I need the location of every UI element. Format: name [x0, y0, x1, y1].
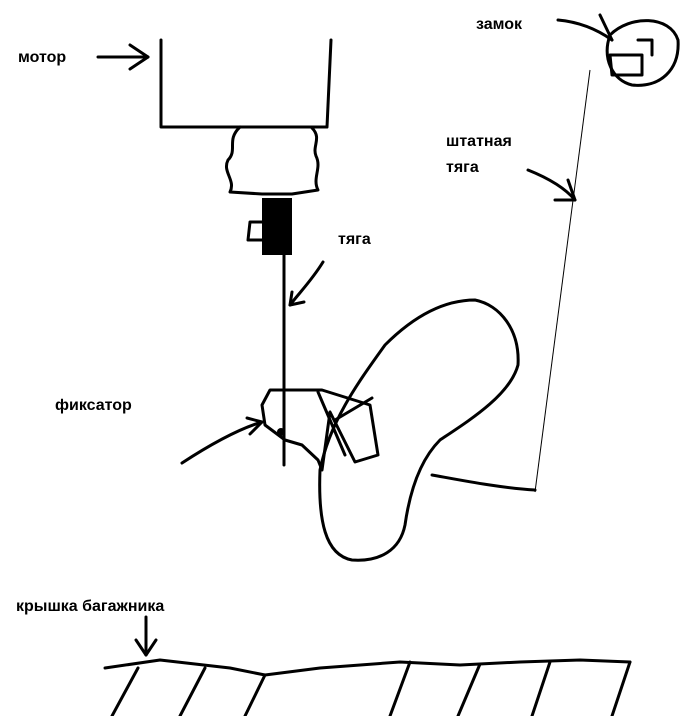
latch-arrow [180, 416, 264, 465]
label-trunk-lid: крышка багажника [16, 598, 165, 615]
lever-blob [318, 298, 520, 562]
label-motor: мотор [18, 49, 67, 66]
lock-arrow [556, 13, 614, 42]
latch-body [260, 388, 380, 472]
latch-pivot [277, 428, 285, 436]
label-factory-rod-line2: тяга [446, 159, 479, 176]
trunk-lid-hatching [110, 660, 632, 716]
link-arm [430, 473, 537, 492]
motor-body [159, 38, 333, 129]
actuator-block [262, 198, 292, 255]
coupling [225, 125, 320, 196]
factory-rod-arrow [526, 168, 577, 202]
trunk-lid-arrow [134, 615, 158, 657]
lock-inner [608, 38, 654, 77]
factory-rod-line [534, 69, 591, 493]
motor-arrow [96, 43, 150, 71]
latch-inner [316, 390, 374, 457]
label-factory-rod-line1: штатная [446, 133, 512, 150]
actuator-bracket [246, 220, 264, 242]
label-latch: фиксатор [55, 397, 132, 414]
label-lock: замок [476, 16, 523, 33]
label-rod: тяга [338, 231, 371, 248]
rod-arrow [288, 260, 325, 307]
